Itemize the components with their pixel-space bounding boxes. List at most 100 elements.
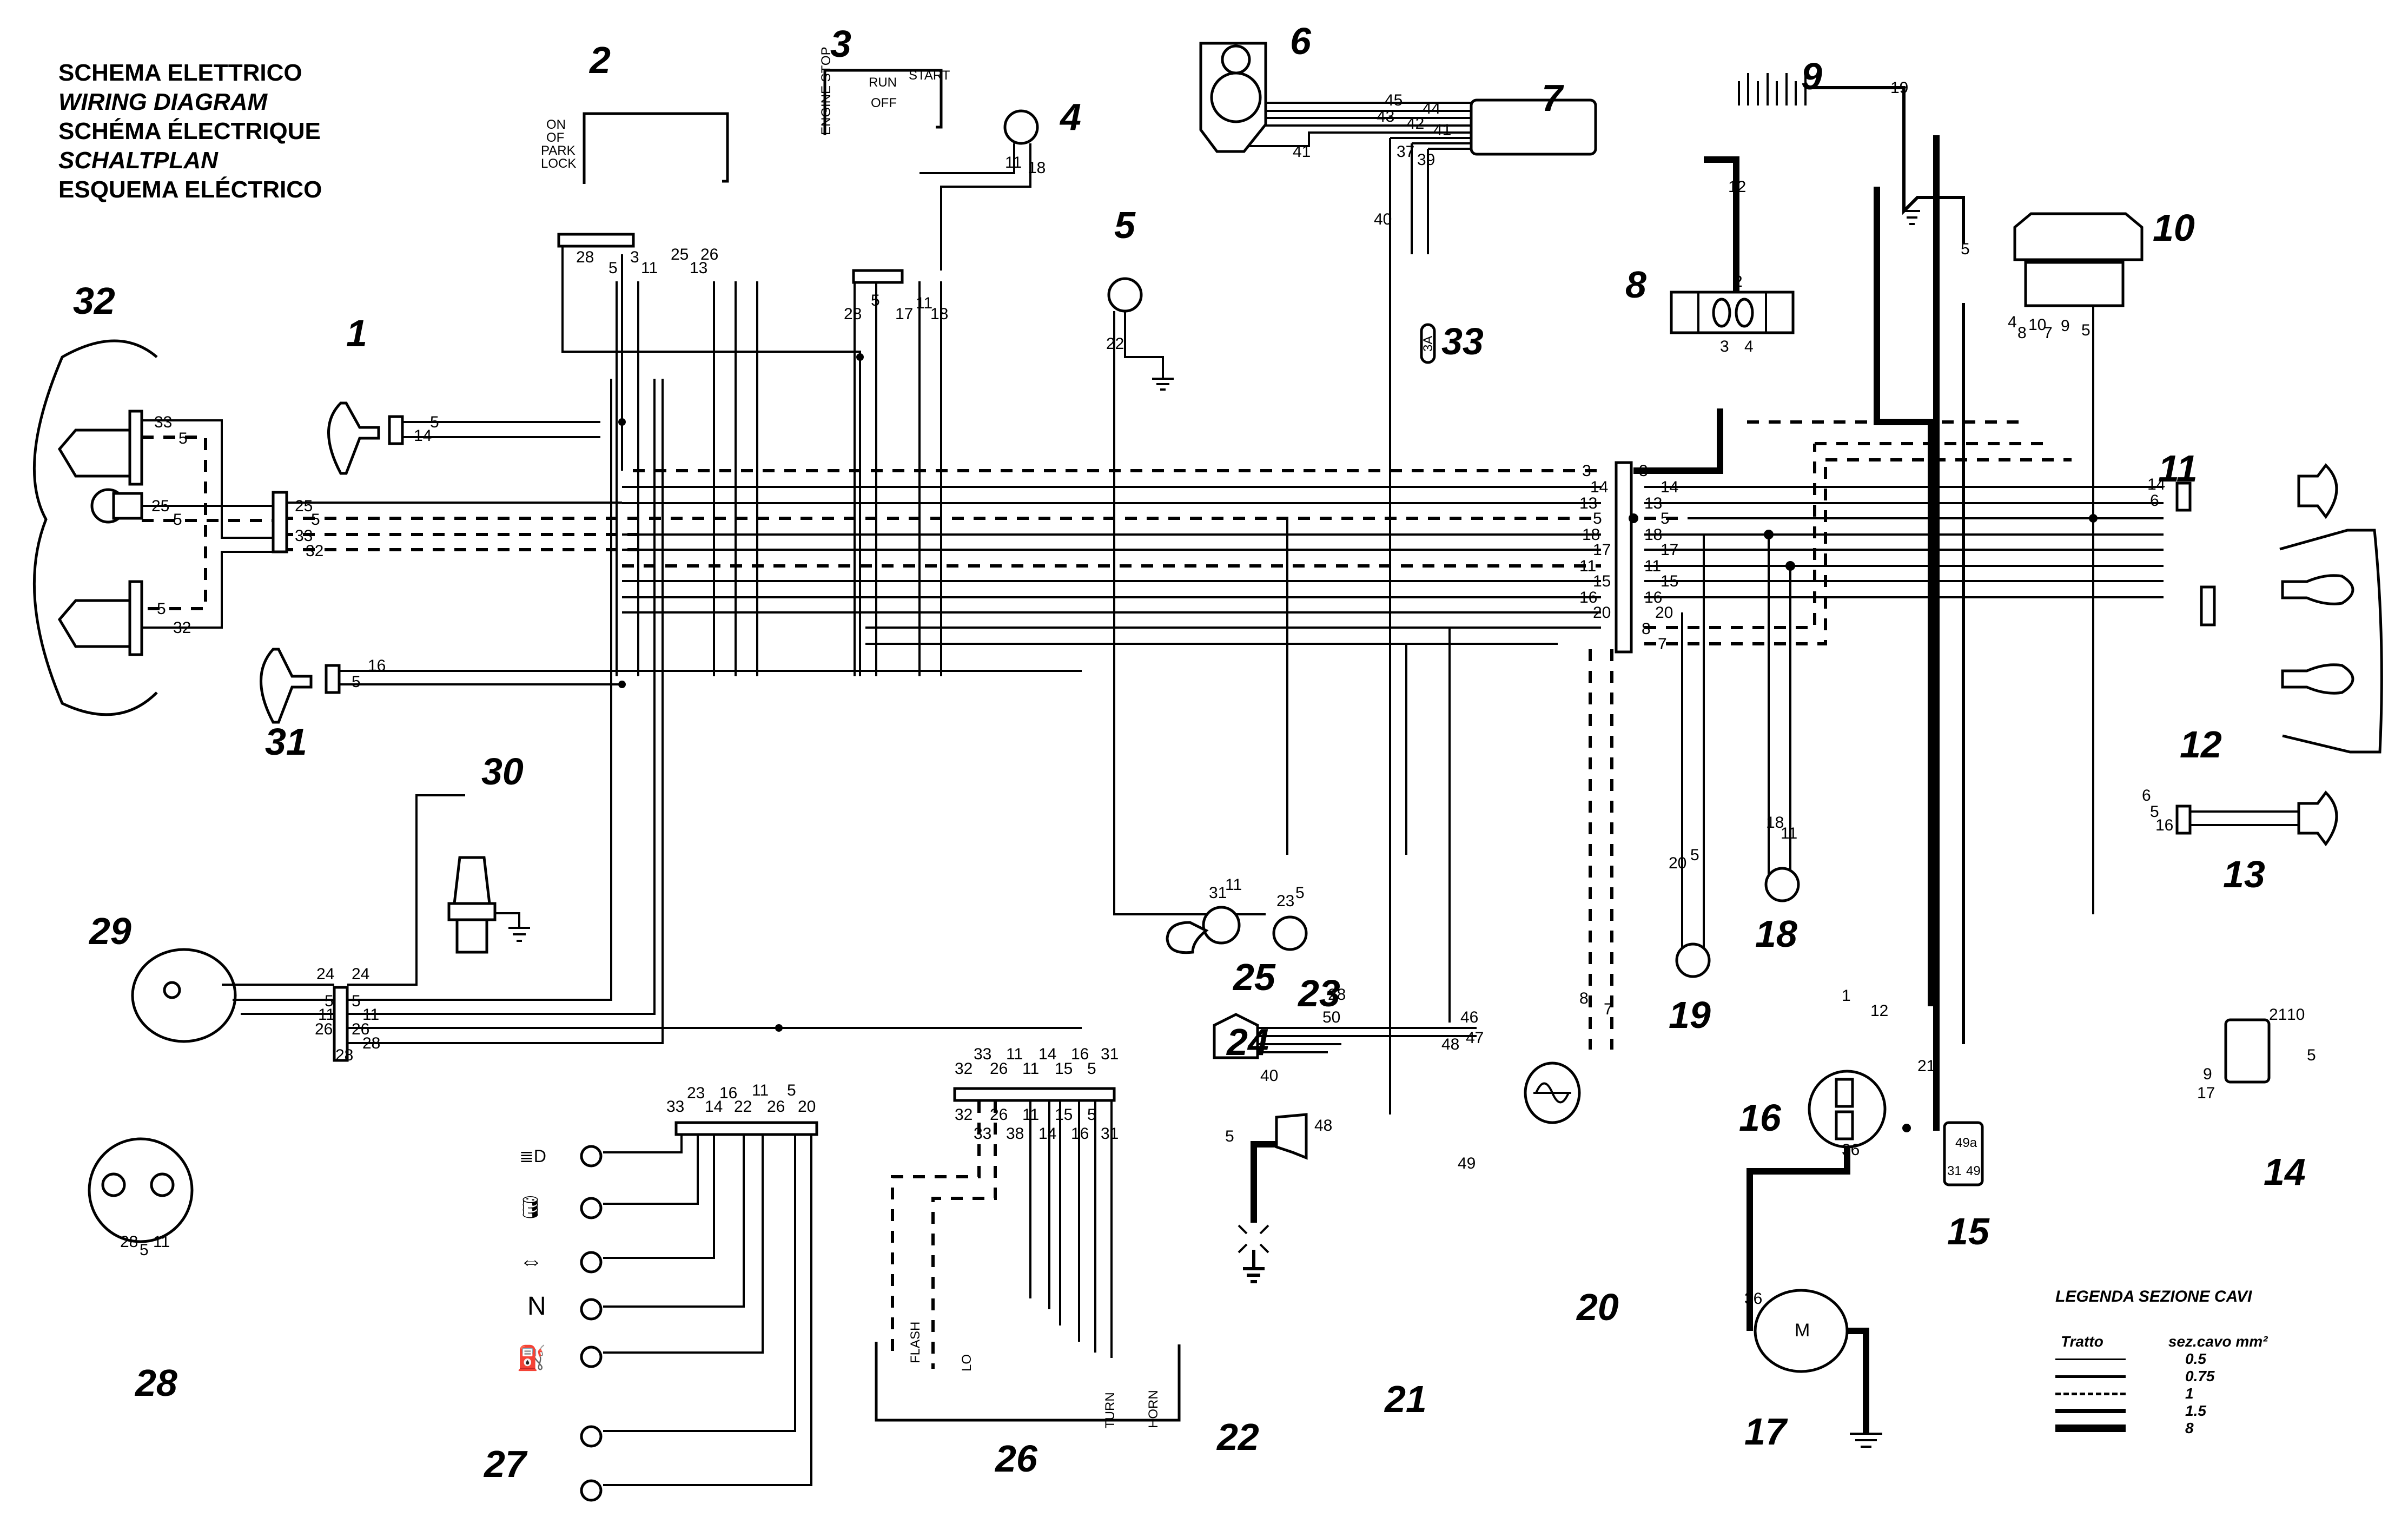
- title-german: SCHALTPLAN: [58, 147, 218, 174]
- component-label-16: 16: [1739, 1097, 1782, 1139]
- wire-label: 14: [414, 427, 432, 445]
- component-label-1: 1: [346, 312, 367, 354]
- temperature-sender-30: [447, 856, 530, 954]
- wire-label: 13: [1644, 494, 1662, 512]
- wire-label: 26: [315, 1020, 333, 1038]
- wire-label: 4: [2008, 313, 2017, 331]
- legend-row: 8: [2055, 1420, 2267, 1437]
- legend-col-style: Tratto: [2061, 1333, 2103, 1350]
- wire-label: 16: [1579, 589, 1597, 606]
- high-beam-icon: ≣D: [519, 1146, 546, 1166]
- relay-15: 49a 31 49: [1943, 1121, 1984, 1186]
- legend-title: LEGENDA SEZIONE CAVI: [2055, 1288, 2252, 1305]
- wire-label: 17: [2197, 1084, 2215, 1102]
- ign-on-label: ON: [546, 117, 566, 132]
- component-label-5: 5: [1114, 204, 1136, 246]
- component-label-2: 2: [588, 39, 611, 81]
- wire-label: 16: [368, 657, 386, 675]
- horn-25: [1166, 906, 1241, 954]
- wire-label: 7: [1604, 1000, 1613, 1018]
- component-label-21: 21: [1384, 1378, 1427, 1420]
- wire-label: 20: [1655, 604, 1673, 622]
- component-label-19: 19: [1669, 994, 1711, 1036]
- run-label: RUN: [869, 75, 897, 90]
- wire-label: 18: [1644, 526, 1662, 544]
- component-label-25: 25: [1232, 956, 1276, 998]
- wire-label: 14: [1038, 1045, 1056, 1063]
- component-label-3: 3: [830, 23, 851, 65]
- motor-symbol: M: [1795, 1320, 1810, 1341]
- component-label-10: 10: [2153, 207, 2195, 249]
- wire-label: 28: [1328, 986, 1346, 1004]
- wire-label: 9: [2203, 1065, 2212, 1083]
- engine-stop-start-switch: ENGINE STOP RUN OFF START: [819, 47, 950, 284]
- cable-section-legend: LEGENDA SEZIONE CAVI Tratto sez.cavo mm²…: [2055, 1288, 2267, 1437]
- wire-label: 8: [2017, 324, 2027, 342]
- ign-lock-label: LOCK: [541, 156, 576, 171]
- title-english: WIRING DIAGRAM: [58, 89, 268, 115]
- legend-line-thin: [2055, 1358, 2126, 1360]
- wire-label: 15: [1055, 1106, 1073, 1124]
- wire-label: 13: [690, 259, 707, 277]
- component-label-15: 15: [1947, 1210, 1990, 1252]
- wire-label: 33: [974, 1045, 991, 1063]
- wire-label: 15: [1055, 1060, 1073, 1078]
- wire-label: 26: [990, 1106, 1008, 1124]
- fuse-rating: 3A: [1421, 336, 1435, 352]
- relay15-49: 49: [1966, 1164, 1981, 1178]
- wire-label: 16: [1071, 1045, 1089, 1063]
- horn-label: HORN: [1146, 1390, 1161, 1428]
- ecu-7: [1249, 98, 1597, 1114]
- flash-label: FLASH: [908, 1322, 923, 1363]
- wire-label: 11: [916, 294, 932, 312]
- component-label-9: 9: [1801, 55, 1822, 97]
- wire-label: 44: [1423, 100, 1440, 117]
- wire-label: 5: [1661, 510, 1670, 527]
- wire-label: 25: [671, 246, 689, 263]
- headlight-assembly: [32, 339, 288, 716]
- wire-label: 26: [352, 1020, 369, 1038]
- wire-label: 18: [1766, 814, 1784, 832]
- handlebar-switch-26: FLASH LO TURN HORN: [875, 1087, 1181, 1428]
- legend-line-dashed: [2055, 1392, 2126, 1395]
- relay15-49a: 49a: [1955, 1136, 1977, 1150]
- title-italian: SCHEMA ELETTRICO: [58, 60, 302, 86]
- wire-label: 17: [1593, 541, 1611, 559]
- wire-label: 28: [844, 305, 862, 323]
- legend-col-section: sez.cavo mm²: [2168, 1333, 2268, 1350]
- wire-label: 47: [1466, 1029, 1484, 1047]
- wire-label: 15: [1593, 572, 1611, 590]
- legend-value: 0.5: [2185, 1350, 2206, 1367]
- wire-label: 19: [1890, 79, 1908, 97]
- rear-left-turn-signal: [260, 648, 1082, 724]
- wire-label: 11: [1781, 825, 1797, 842]
- switch-5: [1107, 277, 1174, 391]
- switch-19: [1675, 942, 1711, 978]
- component-label-13: 13: [2223, 853, 2265, 895]
- wire-label: 32: [955, 1106, 973, 1124]
- starter-motor-17: M: [1747, 1147, 1882, 1448]
- turn-label: TURN: [1103, 1392, 1117, 1428]
- wire-label: 11: [318, 1006, 335, 1024]
- component-label-4: 4: [1059, 96, 1081, 138]
- wire-label: 2: [1734, 273, 1743, 291]
- wire-label: 5: [1961, 240, 1970, 258]
- component-label-32: 32: [73, 280, 115, 322]
- wire-label: 36: [1842, 1141, 1860, 1159]
- start-label: START: [909, 68, 950, 83]
- wire-label: 9: [2061, 317, 2070, 335]
- wire-label: 33: [666, 1098, 684, 1116]
- wire-label: 5: [173, 511, 182, 529]
- wire-labels: 28 5 3 11 25 13 26 28 5 17 11 18 11 18 2…: [120, 79, 2316, 1308]
- component-label-30: 30: [481, 750, 524, 793]
- wire-label: 3: [630, 248, 639, 266]
- component-label-18: 18: [1755, 913, 1797, 955]
- title-french: SCHÉMA ÉLECTRIQUE: [58, 118, 321, 144]
- component-label-29: 29: [88, 910, 131, 952]
- wire-label: 12: [1870, 1002, 1888, 1020]
- wire-label: 43: [1377, 108, 1394, 126]
- generator-20: [1524, 1061, 1581, 1124]
- wire-label: 28: [335, 1046, 353, 1064]
- wire-label: 5: [2150, 803, 2159, 821]
